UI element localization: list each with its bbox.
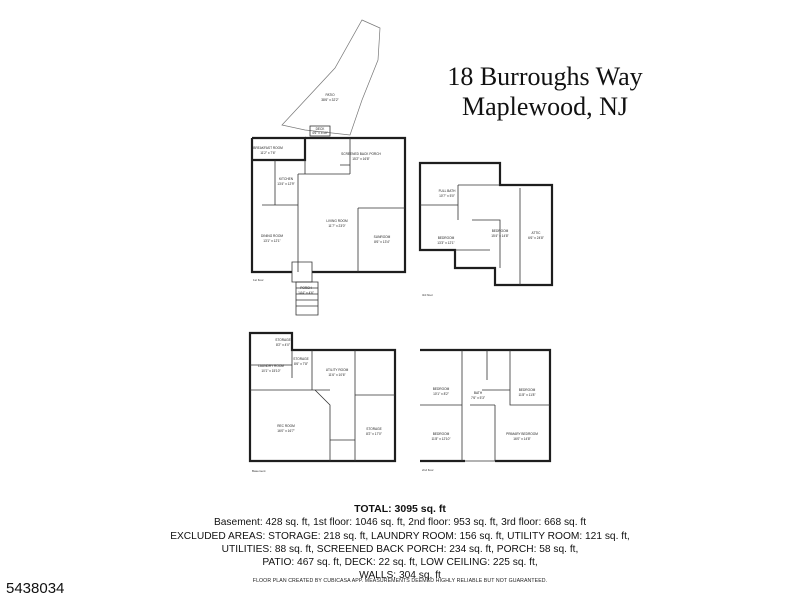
- room-name: REC ROOM: [277, 424, 295, 428]
- room-dims: 38'6" x 32'2": [321, 98, 338, 102]
- excluded-areas-4: WALLS: 304 sq. ft: [359, 570, 441, 582]
- excluded-areas-2: UTILITIES: 88 sq. ft, SCREENED BACK PORC…: [221, 543, 579, 555]
- room-name: STORAGE: [275, 338, 291, 342]
- third-floor-plan: 3rd floor FULL BATH 10'7" x 5'0" BEDROOM…: [418, 161, 554, 297]
- room-name: SCREENED BACK PORCH: [341, 152, 381, 156]
- floor-areas: Basement: 428 sq. ft, 1st floor: 1046 sq…: [213, 517, 587, 529]
- room-dims: 11'6" x 10'6": [328, 373, 345, 377]
- room-name: ATTIC: [532, 231, 542, 235]
- first-floor-plan: PATIO 38'6" x 32'2" DECK 4'6" x 4'10" 1s…: [250, 19, 407, 316]
- room-name: LAUNDRY ROOM: [258, 364, 284, 368]
- room-name: BEDROOM: [492, 229, 509, 233]
- room-name: UTILITY ROOM: [326, 368, 349, 372]
- room-dims: 11'8" x 11'8": [518, 393, 535, 397]
- room-dims: 13'1" x 12'1": [263, 239, 280, 243]
- room-dims: 14'4" x 4'6": [298, 291, 314, 295]
- property-address-line2: Maplewood, NJ: [461, 92, 629, 121]
- room-dims: 10'7" x 5'0": [439, 194, 455, 198]
- room-dims: 16'0" x 16'7": [277, 429, 294, 433]
- excluded-areas-3: PATIO: 467 sq. ft, DECK: 22 sq. ft, LOW …: [262, 557, 538, 569]
- room-name: STORAGE: [366, 427, 382, 431]
- room-name: BEDROOM: [519, 388, 536, 392]
- room-dims: 11'8" x 12'10": [431, 437, 450, 441]
- area-summary: TOTAL: 3095 sq. ft Basement: 428 sq. ft,…: [150, 503, 650, 583]
- room-dims: 4'6" x 4'10": [312, 131, 328, 135]
- room-dims: 8'2" x 17'0": [366, 432, 382, 436]
- room-name: KITCHEN: [279, 177, 294, 181]
- room-name: FULL BATH: [439, 189, 457, 193]
- room-name: LIVING ROOM: [326, 219, 348, 223]
- basement-plan: Basement STORAGE 8'2" x 4'0" LAUNDRY ROO…: [248, 331, 397, 473]
- room-name: PATIO: [325, 93, 335, 97]
- floor-label: 1st floor: [253, 278, 264, 282]
- room-name: BATH: [474, 391, 483, 395]
- room-dims: 15'2" x 16'8": [352, 157, 369, 161]
- room-name: PORCH: [300, 286, 312, 290]
- room-name: BEDROOM: [438, 236, 455, 240]
- room-dims: 10'1" x 8'2": [433, 392, 449, 396]
- room-dims: 10'1" x 15'10": [261, 369, 280, 373]
- excluded-areas-1: EXCLUDED AREAS: STORAGE: 218 sq. ft, LAU…: [170, 530, 630, 542]
- room-dims: 13'4" x 12'9": [277, 182, 294, 186]
- room-name: BEDROOM: [433, 432, 450, 436]
- second-floor-plan: 2nd floor BEDROOM 10'1" x 8'2" BEDROOM 1…: [420, 348, 552, 472]
- room-dims: 15'4" x 14'8": [491, 234, 508, 238]
- room-dims: 6'6" x 24'8": [528, 236, 544, 240]
- total-area: TOTAL: 3095 sq. ft: [354, 503, 446, 515]
- room-name: BREAKFAST ROOM: [253, 146, 283, 150]
- room-dims: 7'6" x 5'3": [471, 396, 485, 400]
- room-dims: 8'6" x 13'4": [374, 240, 390, 244]
- room-dims: 13'3" x 12'1": [437, 241, 454, 245]
- room-name: STORAGE: [293, 357, 309, 361]
- deck: [309, 125, 331, 137]
- room-dims: 11'2" x 7'6": [260, 151, 275, 155]
- room-name: SUNROOM: [374, 235, 391, 239]
- room-dims: 16'0" x 14'8": [513, 437, 530, 441]
- disclaimer: FLOOR PLAN CREATED BY CUBICASA APP. MEAS…: [252, 578, 548, 584]
- property-address-line1: 18 Burroughs Way: [447, 62, 643, 91]
- floor-label: 3rd floor: [422, 293, 433, 297]
- room-name: BEDROOM: [433, 387, 450, 391]
- room-dims: 8'2" x 4'0": [276, 343, 290, 347]
- floor-label: Basement: [252, 469, 266, 473]
- floor-label: 2nd floor: [422, 468, 434, 472]
- room-name: DECK: [316, 127, 326, 131]
- room-name: PRIMARY BEDROOM: [506, 432, 538, 436]
- listing-id: 5438034: [6, 580, 65, 597]
- room-name: DINING ROOM: [261, 234, 283, 238]
- patio-area: [281, 19, 381, 136]
- room-dims: 11'7" x 23'0": [328, 224, 345, 228]
- room-dims: 8'6" x 7'8": [294, 362, 308, 366]
